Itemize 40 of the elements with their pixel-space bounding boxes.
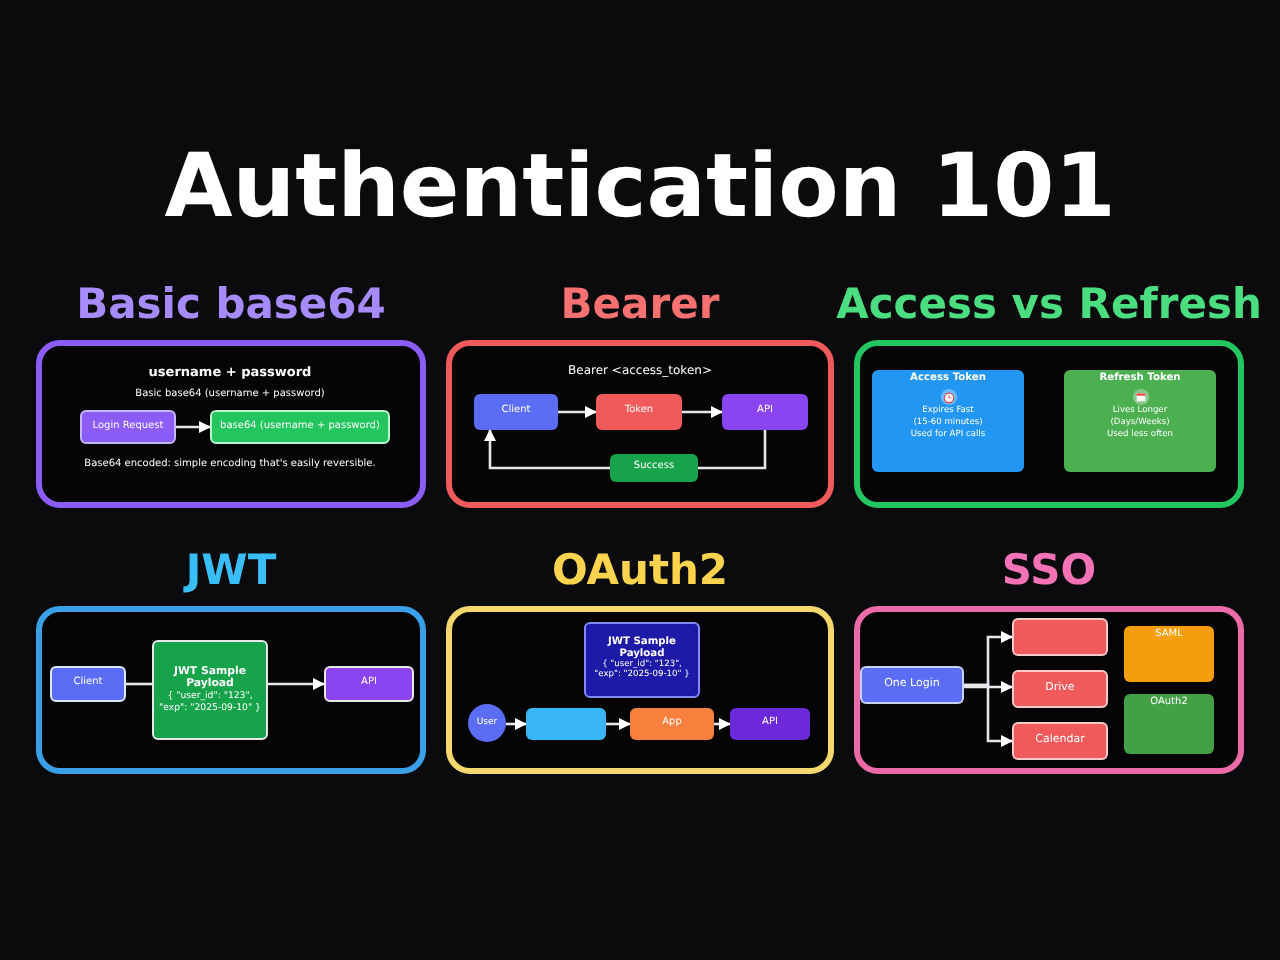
panel-heading: SSO — [1001, 546, 1097, 594]
process-box — [80, 410, 176, 444]
panel-heading: Access vs Refresh — [836, 280, 1262, 328]
process-box — [526, 708, 606, 740]
arrow — [714, 718, 731, 730]
process-box — [630, 708, 714, 740]
arrow — [964, 683, 1013, 747]
arrow — [606, 718, 631, 730]
process-box — [1064, 370, 1216, 472]
process-box — [860, 666, 964, 704]
panel-heading: Basic base64 — [76, 280, 386, 328]
arrow — [484, 429, 610, 470]
process-box — [210, 410, 390, 444]
process-box — [152, 640, 268, 740]
process-box — [722, 394, 808, 430]
process-box — [730, 708, 810, 740]
panel-heading: JWT — [185, 546, 277, 594]
panel-heading: Bearer — [560, 280, 720, 328]
process-box — [584, 622, 700, 698]
process-box — [596, 394, 682, 430]
process-box — [1124, 626, 1214, 682]
circle-node — [468, 704, 506, 742]
arrow — [682, 406, 723, 418]
arrow — [176, 421, 211, 433]
process-box — [474, 394, 558, 430]
process-box — [872, 370, 1024, 472]
arrow — [506, 718, 527, 730]
title: Authentication 101 — [164, 140, 1116, 237]
process-box — [324, 666, 414, 702]
process-box — [610, 454, 698, 482]
process-box — [50, 666, 126, 702]
process-box — [1012, 618, 1108, 656]
arrow — [964, 681, 1013, 693]
panel-heading: OAuth2 — [551, 546, 729, 594]
process-box — [1012, 722, 1108, 760]
arrow — [558, 406, 597, 418]
process-box — [1124, 694, 1214, 754]
process-box — [1012, 670, 1108, 708]
arrow — [698, 430, 767, 470]
arrow — [268, 678, 325, 690]
